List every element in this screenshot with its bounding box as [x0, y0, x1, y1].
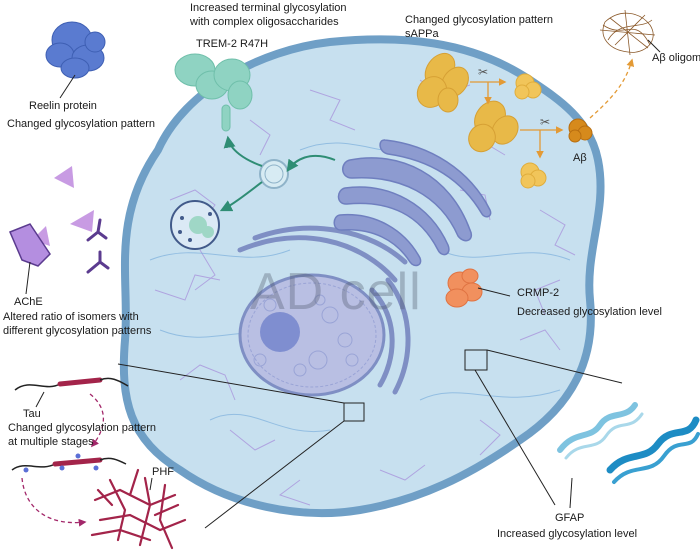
label-tau-desc-2: at multiple stages [8, 436, 94, 448]
label-sappa-title: sAPPa [405, 28, 439, 40]
scissors-icon-2: ✂ [540, 115, 550, 129]
cytoskeleton-blue [149, 142, 571, 432]
label-ache-desc-2: different glycosylation patterns [3, 325, 152, 337]
label-ache-title: AChE [14, 296, 43, 308]
tau-arrow-down [89, 393, 104, 448]
ache-enzyme [9, 223, 51, 267]
gfap-helix-1 [557, 402, 644, 460]
cell-title: AD cell [250, 263, 422, 321]
oligomer-leader-line [647, 39, 661, 53]
zoom-callout-gfap [464, 349, 623, 506]
cleaved-fragment-2 [520, 162, 547, 189]
label-tau-desc-1: Changed glycosylation pattern [8, 422, 156, 434]
tau-protein [14, 377, 129, 391]
label-abeta: Aβ [573, 152, 587, 164]
cleaved-fragment-1 [514, 73, 542, 100]
golgi-apparatus [333, 139, 492, 267]
label-crmp-title: CRMP-2 [517, 287, 560, 299]
label-ache-desc-1: Altered ratio of isomers with [3, 311, 139, 323]
crmp2-protein [445, 268, 483, 308]
tau-leader-line [35, 391, 45, 408]
arrow-golgi-to-vesicle [286, 154, 336, 172]
ligand-triangle-1 [54, 166, 74, 188]
crmp2-leader-line [477, 287, 511, 297]
sappa-protein-1 [416, 52, 469, 113]
abeta-oligomer-fibers [599, 9, 656, 56]
trem2-protein [174, 53, 253, 132]
label-trem-title: TREM-2 R47H [196, 38, 269, 50]
vesicle-large [170, 200, 220, 250]
label-crmp-desc: Decreased glycosylation level [517, 306, 662, 318]
label-trem-desc-2: with complex oligosaccharides [190, 16, 339, 28]
endoplasmic-reticulum [237, 225, 411, 395]
arrow-vesicle-to-lysosome [219, 181, 263, 212]
label-reelin-desc: Changed glycosylation pattern [7, 118, 155, 130]
label-sappa-desc: Changed glycosylation pattern [405, 14, 553, 26]
zoom-callout-tau [117, 363, 365, 529]
label-trem-desc-1: Increased terminal glycosylation [190, 2, 347, 14]
ache-leader-line [25, 261, 31, 295]
scissors-icon: ✂ [478, 65, 488, 79]
vesicle-small [259, 159, 289, 189]
phf-tangle [90, 468, 187, 550]
receptor-y-2 [86, 250, 110, 274]
label-abeta-oligomer: Aβ oligomer [652, 52, 700, 64]
label-tau-title: Tau [23, 408, 41, 420]
label-phf: PHF [152, 466, 174, 478]
label-reelin-title: Reelin protein [29, 100, 97, 112]
reelin-leader-line [59, 74, 76, 99]
gfap-leader-line [569, 477, 573, 509]
arrow-vesicle-to-trem [223, 135, 263, 167]
abeta-monomer [568, 118, 593, 143]
label-gfap-desc: Increased glycosylation level [497, 528, 638, 540]
label-gfap-title: GFAP [555, 512, 585, 524]
gfap-helix-2 [606, 416, 700, 484]
ligand-triangle-2 [70, 210, 94, 232]
reelin-protein [45, 21, 106, 79]
tau-phosphorylated [11, 453, 127, 473]
receptor-y-1 [86, 218, 108, 242]
phf-leader-line [149, 477, 153, 491]
nucleus [238, 273, 386, 397]
cytoskeleton [154, 79, 576, 506]
cleavage-arrows [470, 58, 635, 159]
sappa-protein-2 [468, 100, 519, 153]
tau-arrow-to-phf [21, 477, 87, 527]
